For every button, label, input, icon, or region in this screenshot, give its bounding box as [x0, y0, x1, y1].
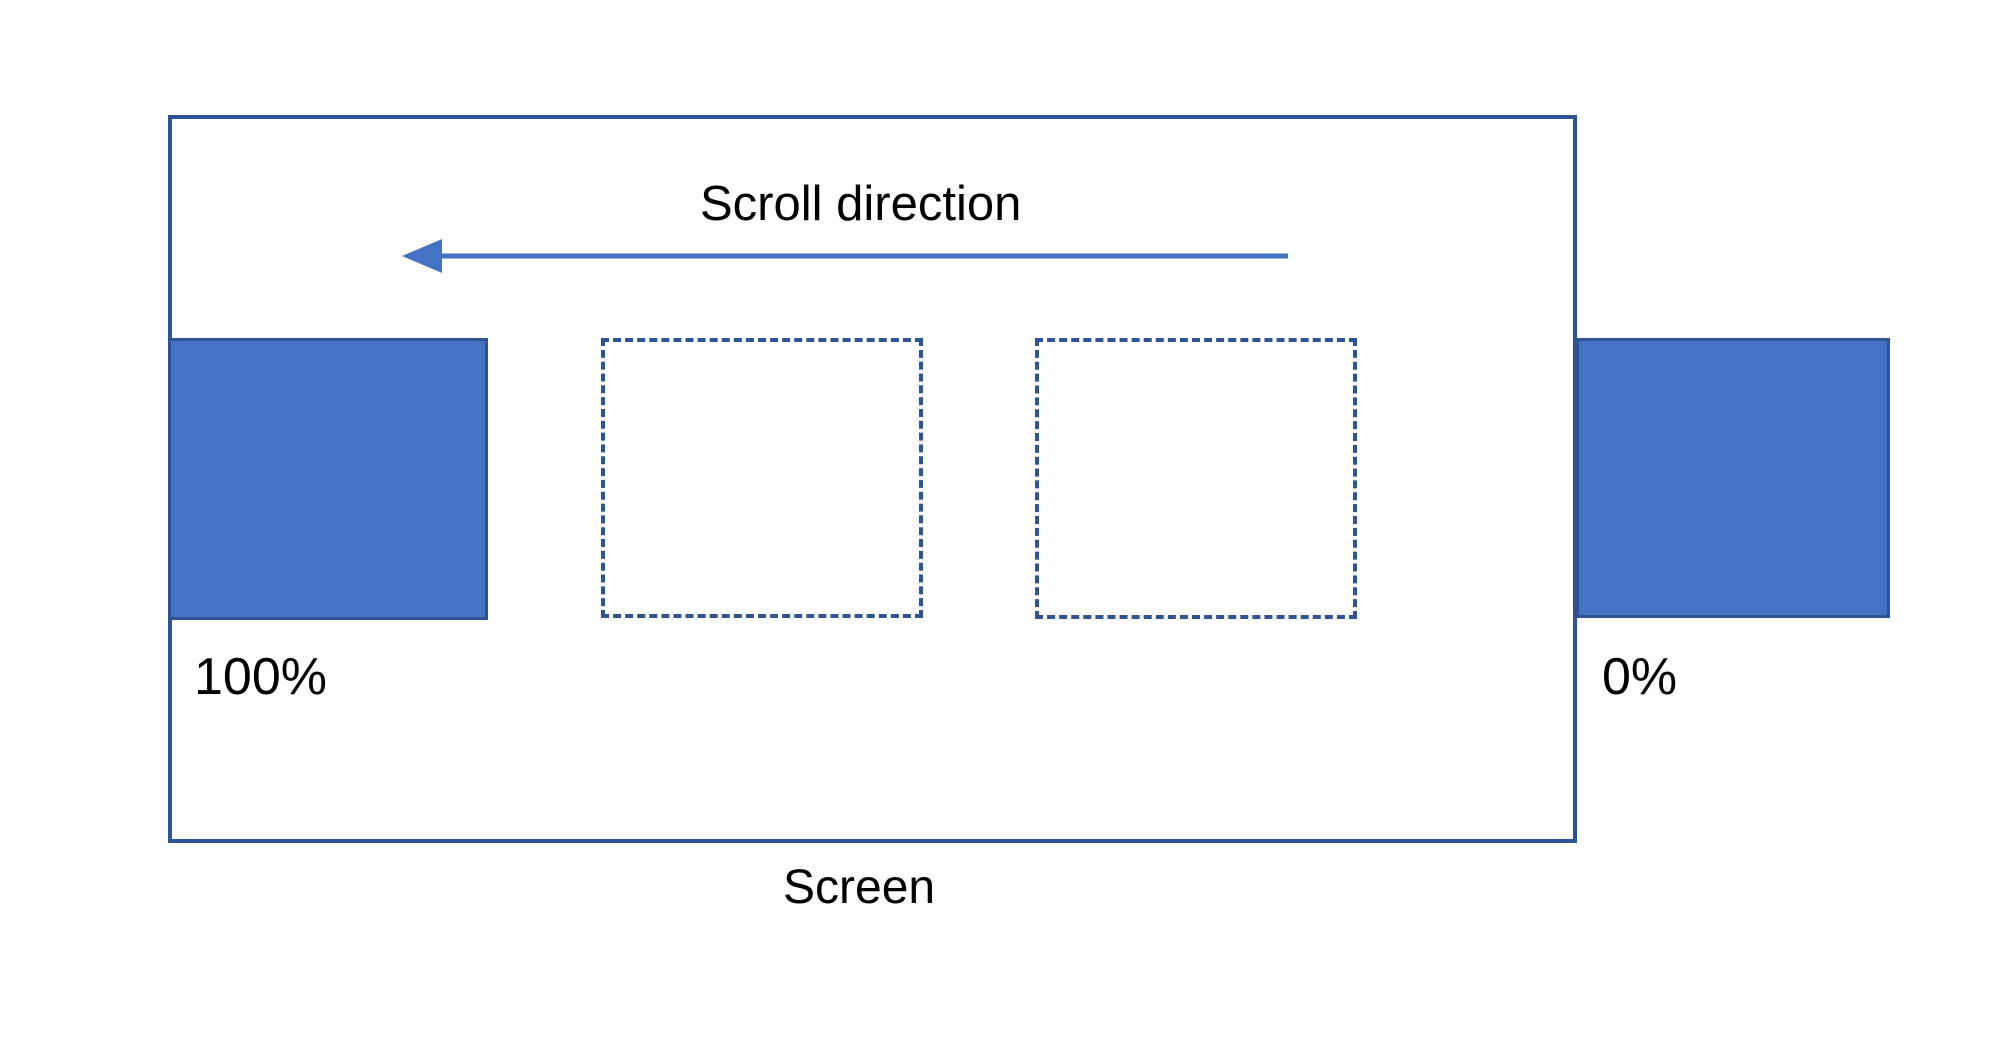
percent-label-left: 100% — [194, 648, 327, 706]
slide-rect-100-percent — [168, 338, 488, 620]
scroll-direction-label: Scroll direction — [700, 177, 1022, 231]
percent-label-right: 0% — [1602, 648, 1678, 706]
screen-caption-label: Screen — [783, 861, 936, 914]
slide-rect-0-percent — [1576, 338, 1890, 618]
slide-placeholder-rect-2 — [1035, 338, 1357, 619]
slide-placeholder-rect-1 — [601, 338, 923, 618]
